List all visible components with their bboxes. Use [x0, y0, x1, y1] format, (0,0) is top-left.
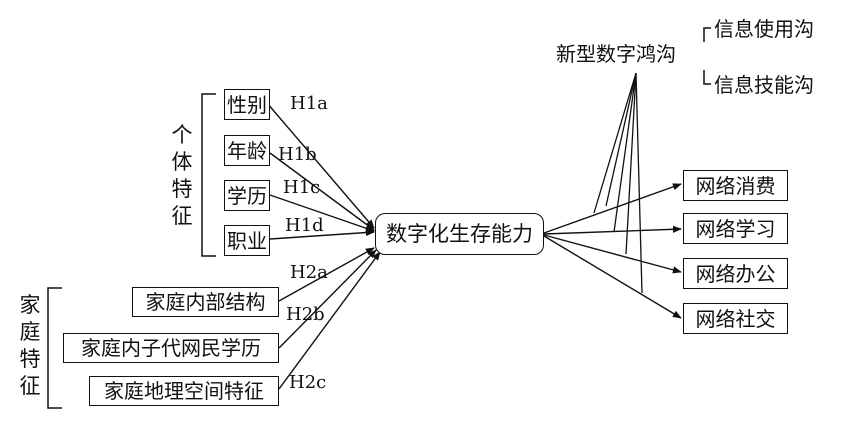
factor-box-child-education: 家庭内子代网民学历 — [63, 333, 279, 363]
outcome-box-social: 网络社交 — [683, 303, 788, 334]
center-node-digital-survival: 数字化生存能力 — [375, 213, 544, 255]
arrow-occupation — [269, 228, 375, 240]
arrow-gender — [266, 102, 375, 229]
individual-group-label: 个体特征 — [171, 123, 193, 228]
divide-item-skill: 信息技能沟 — [714, 73, 814, 97]
arrow-consumption — [543, 183, 682, 234]
individual-bracket — [201, 93, 216, 257]
arrow-learning — [543, 225, 682, 235]
arrow-social — [543, 235, 682, 319]
hypothesis-h2b: H2b — [286, 304, 325, 325]
factor-box-family-structure: 家庭内部结构 — [132, 287, 279, 317]
factor-box-occupation: 职业 — [224, 225, 270, 256]
outcome-box-consumption: 网络消费 — [683, 170, 788, 201]
divide-bracket-bottom — [703, 70, 711, 85]
fan-line-5 — [635, 72, 643, 294]
factor-box-geo-space: 家庭地理空间特征 — [89, 376, 279, 406]
hypothesis-h1c: H1c — [283, 177, 321, 198]
hypothesis-h1b: H1b — [278, 144, 317, 165]
divide-label: 新型数字鸿沟 — [556, 42, 676, 66]
factor-box-age: 年龄 — [224, 135, 270, 166]
fan-line-4 — [625, 72, 637, 255]
fan-line-3 — [613, 72, 637, 233]
factor-box-education: 学历 — [224, 180, 270, 211]
divide-item-usage: 信息使用沟 — [714, 17, 814, 41]
divide-bracket-top — [703, 27, 711, 42]
fan-line-2 — [605, 72, 637, 207]
family-group-label: 家庭特征 — [19, 293, 41, 398]
arrow-education — [269, 194, 375, 232]
outcome-box-learning: 网络学习 — [683, 213, 788, 244]
hypothesis-h2c: H2c — [289, 372, 327, 393]
arrow-age — [269, 152, 375, 231]
hypothesis-h1a: H1a — [290, 93, 328, 114]
arrow-office — [543, 234, 682, 274]
outcome-box-office: 网络办公 — [683, 258, 788, 289]
fan-line-1 — [593, 72, 637, 214]
arrow-family-structure — [278, 247, 375, 302]
arrow-geo-space — [278, 251, 381, 390]
hypothesis-h1d: H1d — [285, 215, 324, 236]
family-bracket — [47, 287, 62, 409]
factor-box-gender: 性别 — [224, 89, 270, 120]
arrow-child-education — [278, 249, 377, 349]
hypothesis-h2a: H2a — [290, 262, 328, 283]
